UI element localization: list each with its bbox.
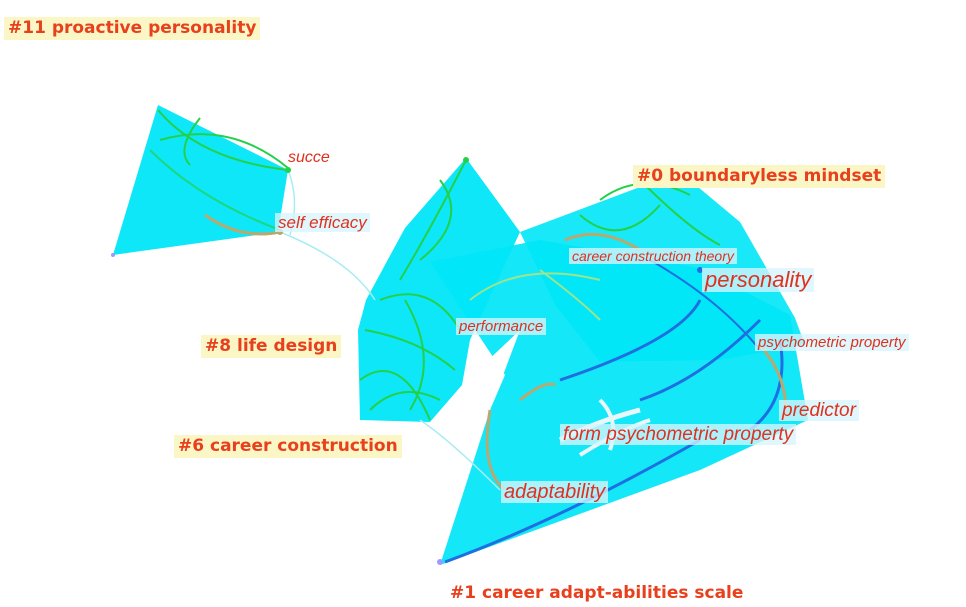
keyword-performance: performance bbox=[456, 318, 547, 335]
keyword-personality: personality bbox=[702, 268, 815, 292]
cluster-label-8: #8 life design bbox=[201, 335, 342, 358]
link bbox=[649, 259, 761, 351]
cluster-label-1: #1 career adapt-abilities scale bbox=[450, 583, 744, 603]
link bbox=[539, 269, 601, 321]
link bbox=[749, 339, 784, 432]
link bbox=[519, 382, 556, 402]
cluster-label-0: #0 boundaryless mindset bbox=[633, 165, 886, 188]
link bbox=[279, 231, 376, 301]
citation-links bbox=[149, 109, 788, 564]
cluster-region-hole bbox=[462, 330, 520, 410]
link bbox=[559, 299, 702, 382]
node bbox=[437, 559, 443, 565]
link bbox=[469, 272, 601, 301]
cluster-label-11: #11 proactive personality bbox=[4, 17, 261, 40]
link bbox=[564, 232, 641, 252]
node bbox=[111, 253, 115, 257]
cluster-region-8-6 bbox=[358, 158, 520, 422]
link bbox=[419, 179, 453, 261]
link bbox=[149, 149, 281, 231]
link bbox=[579, 204, 661, 232]
link bbox=[419, 419, 501, 491]
link bbox=[444, 438, 701, 564]
link bbox=[639, 179, 721, 246]
cluster-label-6: #6 career construction bbox=[174, 435, 402, 458]
link bbox=[364, 329, 456, 371]
keyword-form-psychometric-property: form psychometric property bbox=[560, 424, 797, 445]
link bbox=[183, 117, 201, 166]
keyword-predictor: predictor bbox=[779, 400, 859, 421]
node bbox=[463, 157, 469, 163]
keyword-career-construction-theory: career construction theory bbox=[569, 248, 737, 264]
link bbox=[157, 109, 289, 171]
keyword-adaptability: adaptability bbox=[501, 481, 609, 503]
link bbox=[404, 299, 425, 411]
link bbox=[159, 133, 289, 169]
link bbox=[359, 370, 431, 421]
keyword-psychometric-property: psychometric property bbox=[755, 334, 909, 351]
keyword-succe: succe bbox=[288, 149, 330, 166]
cluster-region-11 bbox=[113, 105, 288, 255]
link bbox=[369, 391, 441, 411]
node bbox=[697, 267, 703, 273]
link bbox=[485, 409, 506, 492]
node bbox=[285, 167, 291, 173]
link bbox=[379, 293, 461, 331]
link bbox=[204, 213, 281, 236]
link bbox=[399, 159, 467, 281]
link bbox=[598, 398, 616, 451]
keyword-self-efficacy: self efficacy bbox=[275, 213, 370, 232]
